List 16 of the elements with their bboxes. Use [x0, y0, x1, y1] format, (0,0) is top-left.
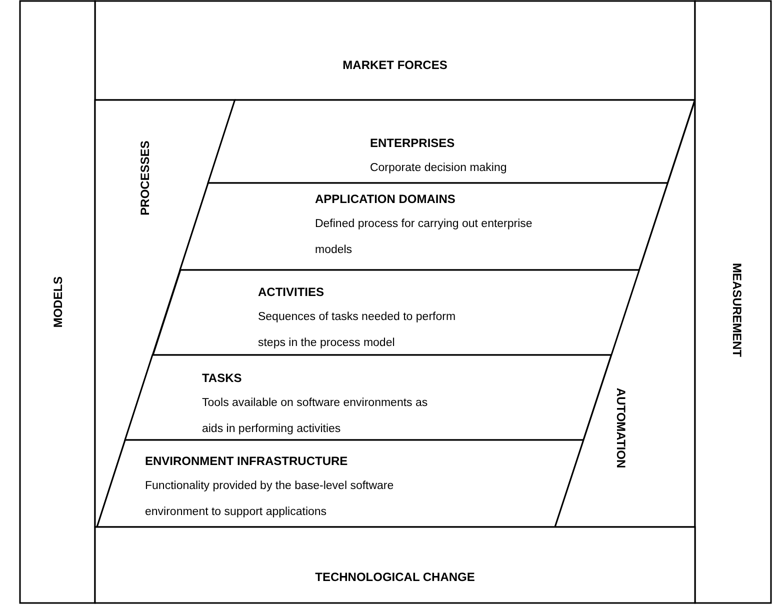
- band-label: AUTOMATION: [613, 388, 629, 468]
- layer-description: Sequences of tasks needed to perform steps in the process model: [258, 310, 457, 351]
- layer-heading: TASKS: [202, 370, 243, 387]
- layer-description: Corporate decision making: [370, 161, 508, 176]
- band-label: TECHNOLOGICAL CHANGE: [315, 569, 475, 586]
- layer-heading: ENVIRONMENT INFRASTRUCTURE: [145, 453, 349, 470]
- layer-description: Functionality provided by the base-level software environment to support applications: [145, 479, 395, 520]
- band-label: MODELS: [50, 276, 66, 328]
- layer-heading: ACTIVITIES: [258, 284, 325, 301]
- layer-heading: APPLICATION DOMAINS: [314, 191, 456, 208]
- layer-description: Defined process for carrying out enterprise models: [314, 217, 533, 258]
- band-label: MARKET FORCES: [342, 57, 448, 74]
- band-label: MEASUREMENT: [729, 263, 745, 357]
- layer-heading: ENTERPRISES: [370, 135, 456, 152]
- layer-description: Tools available on software environments as aids in performing activities: [202, 396, 429, 437]
- band-label: PROCESSES: [137, 140, 153, 216]
